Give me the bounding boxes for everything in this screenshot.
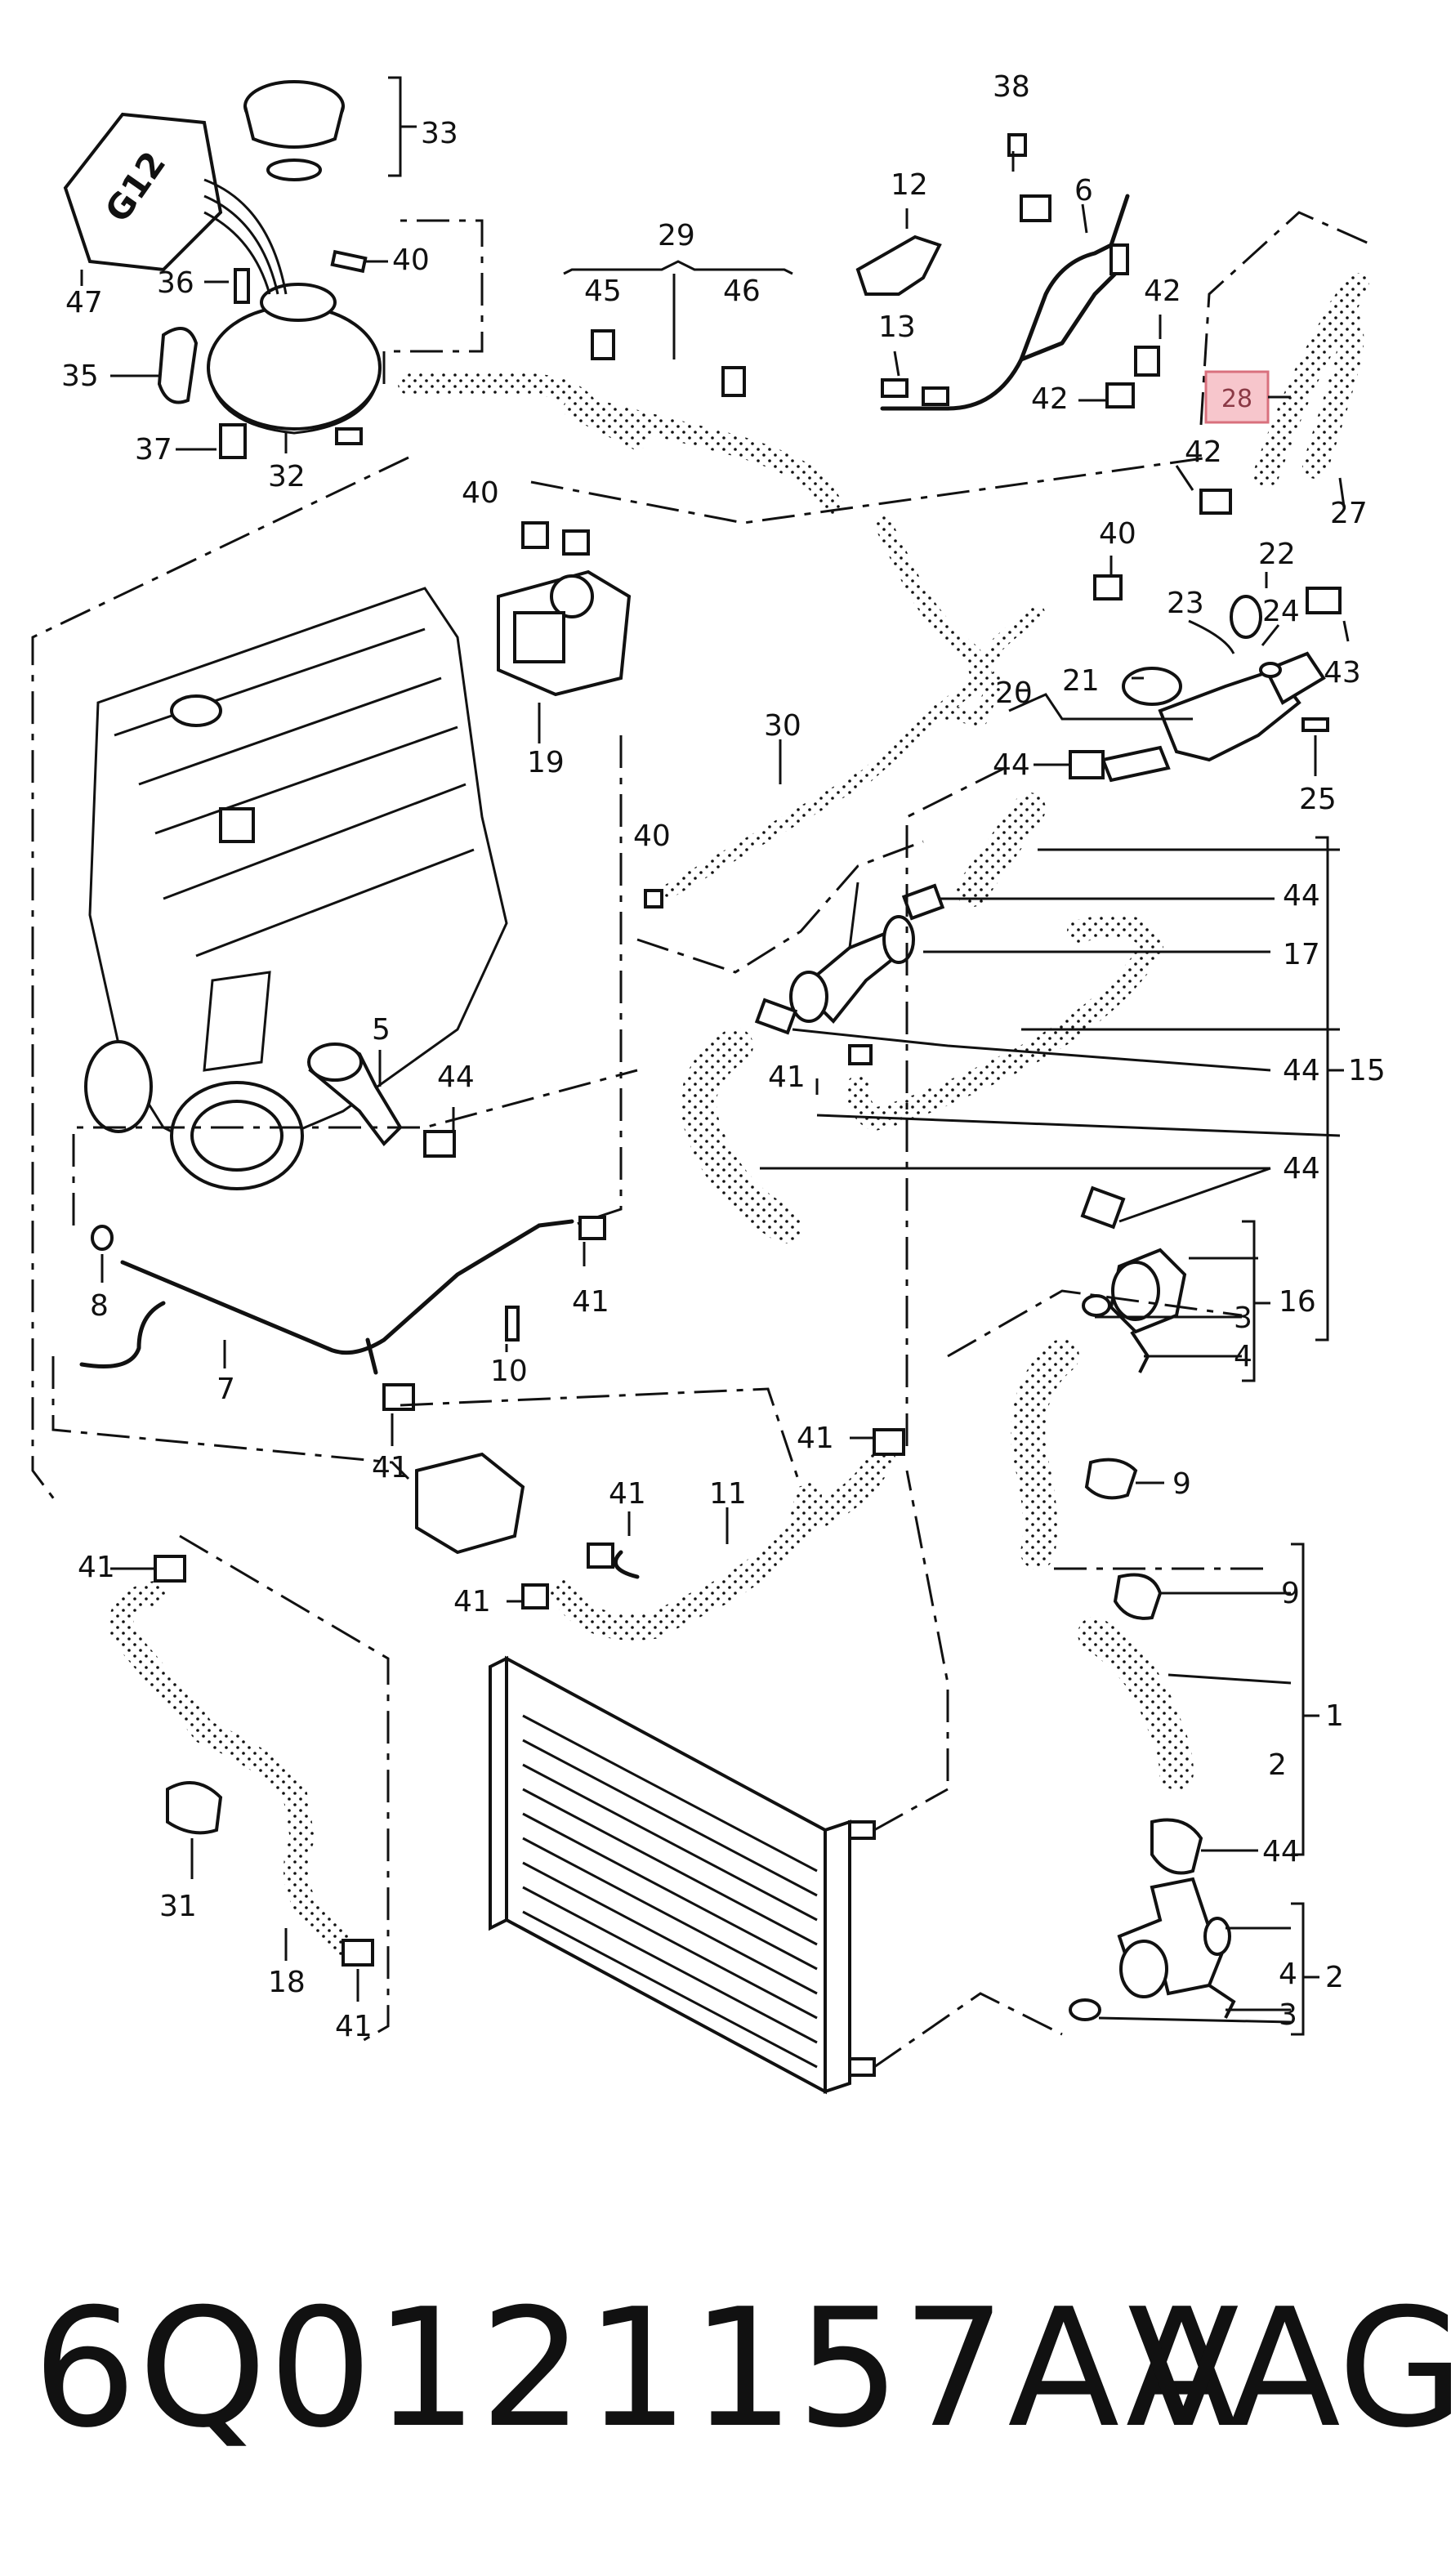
callout-33: 33 bbox=[421, 117, 458, 150]
callout-23: 23 bbox=[1167, 587, 1204, 620]
callout-11: 11 bbox=[709, 1477, 747, 1511]
callout-2: 2 bbox=[1325, 1961, 1344, 1994]
callout-12: 12 bbox=[891, 168, 928, 202]
callout-25: 25 bbox=[1299, 783, 1337, 816]
callout-41: 41 bbox=[78, 1551, 115, 1584]
callout-1: 1 bbox=[1325, 1699, 1344, 1733]
callout-13: 13 bbox=[878, 310, 916, 344]
callout-42: 42 bbox=[1031, 382, 1069, 416]
brand-name: VAG bbox=[1127, 2274, 1451, 2464]
reservoir-and-hose-11 bbox=[415, 1428, 905, 1641]
callout-47: 47 bbox=[65, 286, 103, 319]
part-number: 6Q0121157AA bbox=[33, 2274, 1239, 2464]
callout-18: 18 bbox=[268, 1966, 306, 1999]
hose-27 bbox=[1253, 273, 1369, 487]
callout-32: 32 bbox=[268, 460, 306, 493]
callout-labels: 33 47 36 40 35 37 32 29 45 46 38 12 6 42… bbox=[61, 70, 1386, 2043]
callout-40: 40 bbox=[462, 476, 499, 510]
callout-41: 41 bbox=[609, 1477, 646, 1511]
callout-22: 22 bbox=[1258, 538, 1296, 571]
callout-10: 10 bbox=[490, 1355, 528, 1388]
callout-44: 44 bbox=[1262, 1835, 1300, 1868]
callout-45: 45 bbox=[584, 275, 622, 308]
callout-46: 46 bbox=[723, 275, 761, 308]
callout-31: 31 bbox=[159, 1890, 197, 1923]
pipe-assembly-6 bbox=[855, 133, 1160, 411]
callout-19: 19 bbox=[527, 746, 565, 779]
callout-43: 43 bbox=[1324, 656, 1361, 690]
engine-block bbox=[84, 587, 508, 1190]
hose-group-1 bbox=[1011, 1185, 1236, 2021]
callout-2: 2 bbox=[1268, 1748, 1287, 1782]
callout-3: 3 bbox=[1279, 1998, 1297, 2032]
callout-44: 44 bbox=[437, 1060, 475, 1094]
callout-44: 44 bbox=[1283, 879, 1320, 913]
callout-17: 17 bbox=[1283, 938, 1320, 971]
callout-4: 4 bbox=[1279, 1958, 1297, 1991]
callout-35: 35 bbox=[61, 359, 99, 393]
callout-6: 6 bbox=[1074, 174, 1093, 208]
callout-20: 20 bbox=[995, 676, 1033, 710]
callout-7: 7 bbox=[217, 1373, 235, 1406]
callout-3: 3 bbox=[1234, 1301, 1252, 1335]
callout-36: 36 bbox=[157, 266, 194, 300]
callout-16: 16 bbox=[1279, 1285, 1316, 1319]
callout-38: 38 bbox=[993, 70, 1030, 104]
callout-41: 41 bbox=[797, 1422, 834, 1455]
highlight-label: 28 bbox=[1221, 385, 1252, 413]
callout-37: 37 bbox=[135, 433, 172, 467]
callout-40: 40 bbox=[633, 819, 671, 853]
callout-41: 41 bbox=[768, 1060, 806, 1094]
callout-5: 5 bbox=[372, 1013, 391, 1047]
callout-44: 44 bbox=[993, 748, 1030, 782]
coolant-expansion-tank: G12 bbox=[63, 80, 382, 459]
callout-9: 9 bbox=[1281, 1577, 1300, 1610]
callout-15: 15 bbox=[1348, 1054, 1386, 1087]
pipe-5 bbox=[307, 1042, 456, 1158]
hose-29 bbox=[398, 373, 844, 517]
callout-9: 9 bbox=[1172, 1467, 1191, 1501]
hose-30 bbox=[663, 514, 1045, 898]
callout-29: 29 bbox=[658, 219, 695, 252]
callout-24: 24 bbox=[1262, 595, 1300, 628]
water-outlet-20 bbox=[1101, 587, 1342, 783]
highlighted-part-28[interactable]: 28 bbox=[1204, 370, 1270, 424]
callout-8: 8 bbox=[90, 1289, 109, 1323]
callout-44: 44 bbox=[1283, 1152, 1320, 1185]
callout-40: 40 bbox=[392, 243, 430, 277]
callout-42: 42 bbox=[1185, 435, 1222, 469]
callout-42: 42 bbox=[1144, 275, 1181, 308]
callout-41: 41 bbox=[335, 2010, 373, 2043]
pipe-7 bbox=[79, 1216, 606, 1375]
callout-40: 40 bbox=[1099, 517, 1136, 551]
callout-30: 30 bbox=[764, 709, 801, 743]
callout-21: 21 bbox=[1062, 664, 1100, 698]
callout-41: 41 bbox=[572, 1285, 609, 1319]
callout-41: 41 bbox=[453, 1585, 491, 1618]
callout-27: 27 bbox=[1330, 497, 1368, 530]
hose-group-15 bbox=[681, 792, 1163, 1243]
callout-41: 41 bbox=[372, 1451, 409, 1484]
radiator bbox=[489, 1655, 876, 2095]
thermostat-housing-19 bbox=[497, 521, 632, 743]
callout-44: 44 bbox=[1283, 1054, 1320, 1087]
callout-4: 4 bbox=[1234, 1340, 1252, 1373]
